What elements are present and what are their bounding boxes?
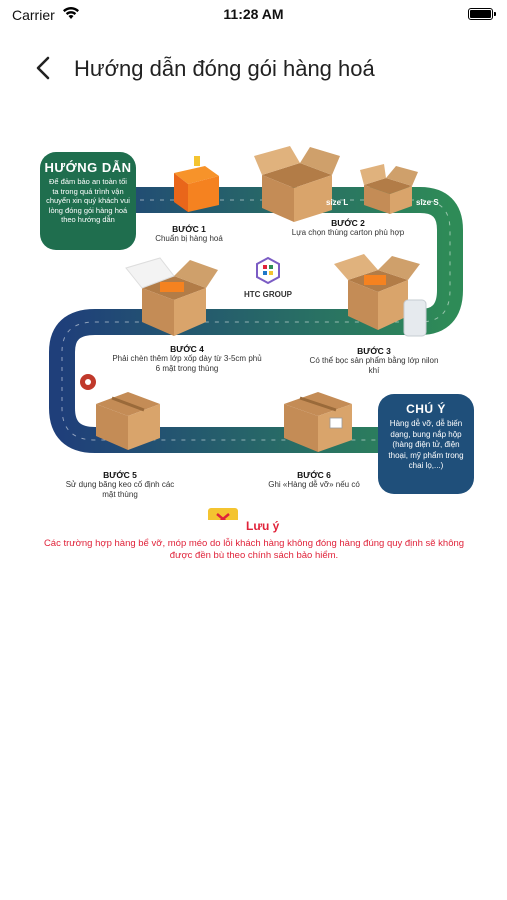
note-bubble: CHÚ Ý Hàng dễ vỡ, dễ biến dạng, bung nắp… [378,394,474,494]
step-5-label: BƯỚC 5 Sử dụng băng keo cố định các mặt … [60,470,180,500]
step-6-label: BƯỚC 6 Ghi «Hàng dễ vỡ» nếu có [244,470,384,490]
note-text: Hàng dễ vỡ, dễ biến dạng, bung nắp hộp (… [388,419,464,470]
step-2-desc: Lựa chọn thùng carton phù hợp [291,228,405,237]
step-1-label: BƯỚC 1 Chuẩn bị hàng hoá [134,224,244,244]
guide-title: HƯỚNG DẪN [44,160,132,175]
battery-icon [468,8,496,20]
warning-box-icon [208,508,238,520]
brand: HTC GROUP [236,260,300,299]
guide-text: Để đảm bảo an toàn tối ta trong quá trìn… [46,177,130,224]
taped-box-icon [80,374,160,450]
guide-bubble: HƯỚNG DẪN Để đảm bảo an toàn tối ta tron… [40,152,136,250]
step-3-title: BƯỚC 3 [357,346,391,356]
step-2-title: BƯỚC 2 [331,218,365,228]
step-5-title: BƯỚC 5 [103,470,137,480]
foam-box-icon [125,257,218,336]
box-small-icon [360,164,418,214]
size-l-label: size L [326,198,349,207]
nav-bar: Hướng dẫn đóng gói hàng hoá [0,44,507,92]
warning-text: Các trường hợp hàng bể vỡ, móp méo do lỗ… [43,538,465,561]
gift-box-icon [174,156,219,212]
step-6-title: BƯỚC 6 [297,470,331,480]
step-3-label: BƯỚC 3 Có thể bọc sản phẩm bằng lớp nilo… [304,346,444,376]
step-1-title: BƯỚC 1 [172,224,206,234]
brand-name: HTC GROUP [244,290,292,299]
clock: 11:28 AM [223,6,284,22]
step-1-desc: Chuẩn bị hàng hoá [155,234,223,243]
box-large-icon [254,146,340,222]
bubble-wrap-box-icon [334,254,427,337]
page-title: Hướng dẫn đóng gói hàng hoá [74,56,375,81]
step-2-label: BƯỚC 2 Lựa chọn thùng carton phù hợp [258,218,438,238]
step-3-desc: Có thể bọc sản phẩm bằng lớp nilon khí [309,356,439,375]
step-4-title: BƯỚC 4 [170,344,204,354]
step-4-desc: Phải chèn thêm lớp xốp dày từ 3-5cm phủ … [112,354,262,373]
warning-title: Lưu ý [246,519,280,533]
htc-logo-icon [256,256,280,285]
status-bar: Carrier 11:28 AM [0,0,507,28]
carrier-label: Carrier [12,7,55,23]
fragile-box-icon [284,392,352,452]
step-5-desc: Sử dụng băng keo cố định các mặt thùng [65,480,175,499]
size-s-label: size S [416,198,439,207]
step-4-label: BƯỚC 4 Phải chèn thêm lớp xốp dày từ 3-5… [112,344,262,374]
infographic-road [49,146,463,520]
step-6-desc: Ghi «Hàng dễ vỡ» nếu có [268,480,360,489]
note-title: CHÚ Ý [406,402,446,416]
wifi-icon [63,7,79,19]
back-chevron-icon[interactable] [30,54,58,82]
